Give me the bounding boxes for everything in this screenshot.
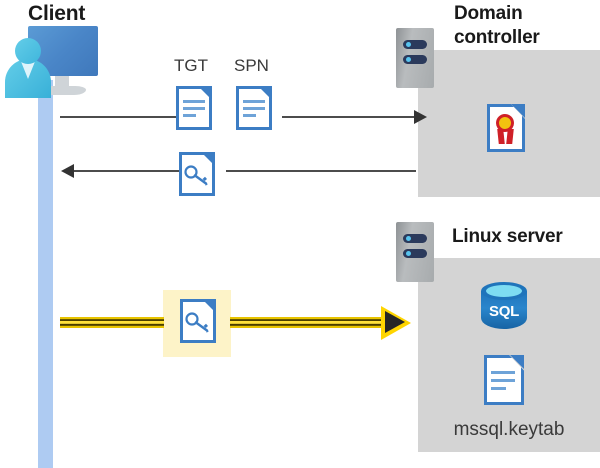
ticket-key-document-icon [179, 152, 215, 196]
domain-controller-title-line1: Domain [454, 3, 523, 24]
response-arrowhead-left [61, 164, 74, 178]
server-led-dot-2 [406, 57, 411, 62]
tgt-label: TGT [174, 56, 208, 75]
server-tower-icon-domain-controller [396, 28, 434, 88]
document-text-line-2 [243, 107, 265, 110]
sql-label: SQL [489, 303, 519, 320]
spn-label: SPN [234, 56, 269, 75]
response-line-left-segment [74, 170, 179, 172]
server-led-bar-2 [403, 249, 427, 258]
linux-server-title: Linux server [452, 226, 563, 247]
document-fold-corner [510, 355, 524, 369]
domain-controller-title: Domain controller [454, 2, 600, 50]
server-led-dot-2 [406, 251, 411, 256]
server-led-bar-1 [403, 40, 427, 49]
person-collar-icon [20, 59, 36, 79]
keytab-document-icon [484, 355, 524, 405]
database-cylinder-top [481, 282, 527, 300]
response-line-right-segment [226, 170, 416, 172]
server-led-dot-1 [406, 236, 411, 241]
key-icon [185, 312, 209, 333]
request-arrowhead-right [414, 110, 427, 124]
document-fold-corner [201, 152, 215, 166]
client-title: Client [28, 2, 86, 25]
document-fold-corner [198, 86, 212, 100]
document-text-line-1 [183, 100, 205, 103]
document-fold-corner [202, 299, 216, 313]
key-icon [184, 165, 208, 186]
database-cylinder-top-inner [486, 285, 522, 297]
document-text-line-3 [491, 387, 506, 390]
document-text-line-1 [491, 371, 515, 374]
sql-database-icon: SQL [481, 282, 527, 336]
request-line-right-segment [282, 116, 416, 118]
document-text-line-2 [491, 379, 515, 382]
spn-document-icon [236, 86, 272, 130]
auth-arrow-right-segment [230, 317, 385, 328]
document-text-line-3 [243, 114, 256, 117]
monitor-stand-icon [55, 76, 69, 88]
document-text-line-1 [243, 100, 265, 103]
document-text-line-3 [183, 114, 196, 117]
auth-key-document-icon [180, 299, 216, 343]
client-lifeline [38, 80, 53, 468]
tgt-document-icon [176, 86, 212, 130]
document-text-line-2 [183, 107, 205, 110]
certificate-seal-icon [496, 114, 514, 132]
server-led-bar-1 [403, 234, 427, 243]
server-led-bar-2 [403, 55, 427, 64]
auth-arrowhead [385, 311, 405, 333]
certificate-document-icon [487, 104, 525, 152]
monitor-base-icon [40, 86, 86, 95]
server-led-dot-1 [406, 42, 411, 47]
domain-controller-title-line2: controller [454, 27, 540, 48]
auth-arrow-left-segment [60, 317, 164, 328]
client-computer-icon [4, 26, 104, 98]
document-fold-corner [511, 104, 525, 118]
keytab-filename-label: mssql.keytab [453, 419, 565, 440]
request-line-left-segment [60, 116, 176, 118]
person-head-icon [15, 38, 41, 64]
server-tower-icon-linux [396, 222, 434, 282]
document-fold-corner [258, 86, 272, 100]
